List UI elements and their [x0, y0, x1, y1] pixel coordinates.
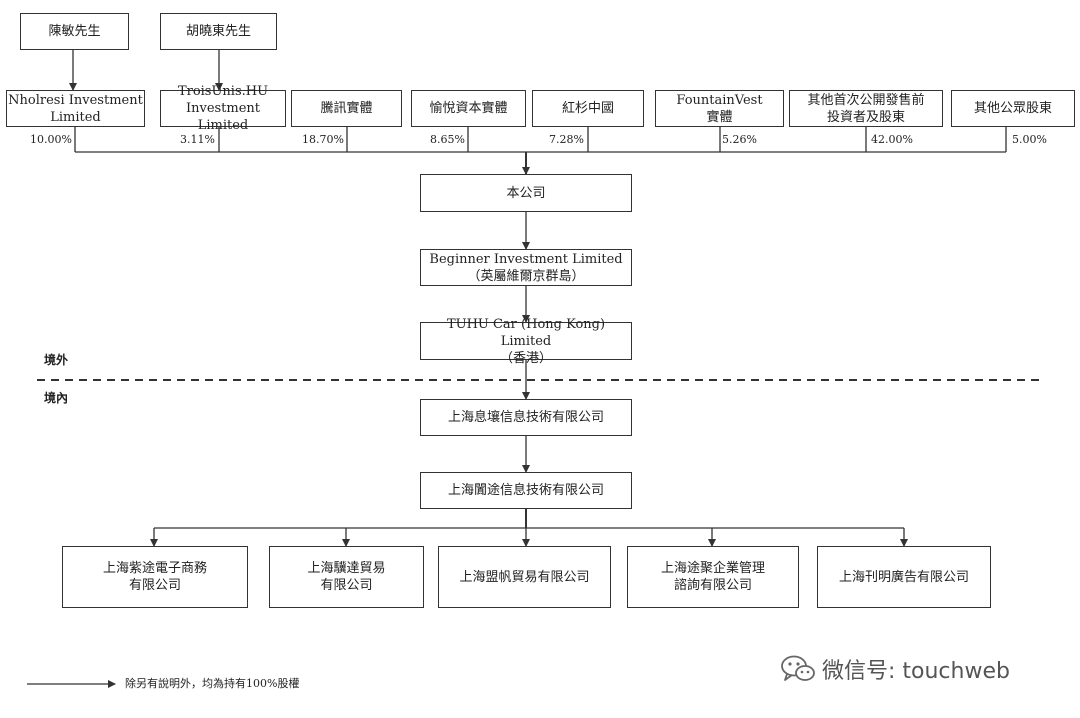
ownership-percent: 42.00%	[871, 133, 913, 146]
wechat-icon	[781, 655, 815, 681]
company-name: Beginner Investment Limited	[429, 251, 623, 267]
ownership-percent: 3.11%	[180, 133, 215, 146]
subsidiary-name-line2: 諮詢有限公司	[673, 578, 752, 593]
ownership-percent: 18.70%	[302, 133, 344, 146]
region-label-onshore: 境內	[44, 391, 69, 405]
subsidiary-box: 上海刊明廣告有限公司	[817, 546, 991, 608]
shareholder-box: 紅杉中國	[532, 90, 644, 127]
subsidiary-name: 上海紫途電子商務	[102, 561, 207, 576]
shareholder-box: TroisUnis.HU Investment Limited	[160, 84, 286, 133]
shareholder-box: Nholresi Investment Limited	[6, 90, 145, 127]
company-box: 本公司	[420, 174, 632, 212]
subsidiary-box: 上海紫途電子商務 有限公司	[62, 546, 248, 608]
subsidiary-name-line2: 有限公司	[320, 578, 373, 593]
subsidiary-name: 上海刊明廣告有限公司	[838, 569, 969, 585]
wechat-watermark: 微信号: touchweb	[780, 652, 1010, 686]
subsidiary-box: 上海途聚企業管理 諮詢有限公司	[627, 546, 799, 608]
watermark-text: 微信号: touchweb	[822, 659, 1010, 684]
shareholder-name: 紅杉中國	[561, 101, 614, 116]
ownership-percent: 5.26%	[722, 133, 757, 146]
company-name: 上海闐途信息技術有限公司	[447, 483, 604, 498]
shareholder-name: 其他公眾股東	[973, 101, 1052, 116]
shareholder-name-line2: 投資者及股東	[826, 109, 905, 125]
subsidiary-name-line2: 有限公司	[128, 578, 181, 593]
shareholder-name: TroisUnis.HU	[177, 84, 269, 99]
shareholder-name-line2: Investment Limited	[185, 101, 261, 133]
shareholder-name: 騰訊實體	[320, 101, 373, 116]
ownership-percent: 5.00%	[1012, 133, 1047, 146]
ownership-percent: 7.28%	[549, 133, 584, 146]
shareholder-box: FountainVest 實體	[655, 90, 784, 127]
subsidiary-box: 上海驥達貿易 有限公司	[269, 546, 424, 608]
subsidiary-name: 上海途聚企業管理	[660, 561, 765, 576]
shareholder-name: 愉悅資本實體	[429, 101, 508, 116]
subsidiary-box: 上海盟帆貿易有限公司	[438, 546, 611, 608]
company-box: 上海息壤信息技術有限公司	[420, 399, 632, 436]
shareholder-name: 其他首次公開發售前	[807, 92, 925, 108]
person-chen-min: 陳敏先生	[20, 13, 129, 50]
company-jurisdiction: （英屬維爾京群島）	[467, 268, 585, 284]
legend-text: 除另有說明外，均為持有100%股權	[125, 677, 300, 690]
company-name: TUHU Car (Hong Kong) Limited	[446, 316, 606, 349]
company-box: 上海闐途信息技術有限公司	[420, 472, 632, 509]
shareholder-box: 其他公眾股東	[951, 90, 1075, 127]
shareholder-box: 愉悅資本實體	[411, 90, 526, 127]
person-hu-xiaodong: 胡曉東先生	[160, 13, 277, 50]
ownership-percent: 8.65%	[430, 133, 465, 146]
shareholder-box: 騰訊實體	[291, 90, 402, 127]
ownership-percent: 10.00%	[30, 133, 72, 146]
shareholder-name: FountainVest	[676, 92, 763, 108]
company-name: 本公司	[506, 185, 546, 201]
person-label: 胡曉東先生	[185, 24, 251, 39]
region-label-offshore: 境外	[44, 353, 69, 367]
company-jurisdiction: （香港）	[499, 350, 552, 366]
subsidiary-name: 上海盟帆貿易有限公司	[459, 569, 590, 585]
shareholder-name-line2: Limited	[50, 109, 101, 125]
company-box: Beginner Investment Limited （英屬維爾京群島）	[420, 249, 632, 286]
company-name: 上海息壤信息技術有限公司	[447, 410, 604, 425]
shareholder-box: 其他首次公開發售前 投資者及股東	[789, 90, 943, 127]
person-label: 陳敏先生	[48, 24, 101, 39]
shareholder-name: Nholresi Investment	[8, 92, 143, 108]
subsidiary-name: 上海驥達貿易	[307, 561, 386, 576]
company-box: TUHU Car (Hong Kong) Limited （香港）	[420, 317, 632, 366]
shareholder-name-line2: 實體	[706, 109, 733, 125]
